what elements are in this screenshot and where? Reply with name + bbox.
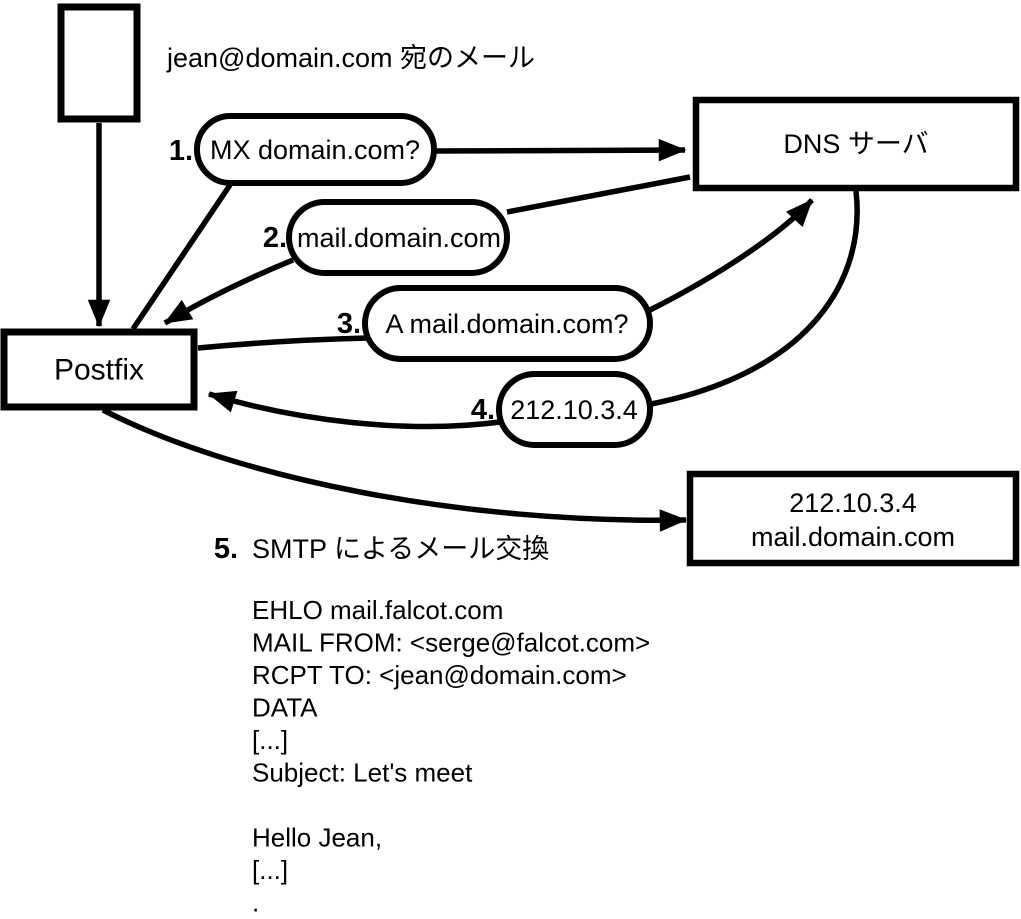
step-mx-response: 2. mail.domain.com (263, 199, 510, 276)
smtp-line: Subject: Let's meet (252, 758, 473, 788)
incoming-mail-box (57, 3, 141, 123)
a-response-bubble (496, 371, 653, 448)
mail-server-box (686, 470, 1020, 567)
mx-response-bubble (286, 199, 510, 276)
line-postfix-to-a-query (197, 335, 369, 351)
arrow-mx-response-to-postfix (163, 257, 295, 326)
smtp-exchange-label: SMTP によるメール交換 (252, 534, 549, 564)
step-number: 1. (169, 135, 193, 167)
dns-server-label: DNS サーバ (783, 129, 928, 159)
mx-query-bubble (194, 113, 437, 186)
smtp-line: . (252, 888, 259, 918)
step-number: 5. (214, 533, 238, 565)
dns-server-node: DNS サーバ (692, 96, 1020, 192)
postfix-label: Postfix (54, 354, 144, 387)
mail-server-host-label: mail.domain.com (751, 522, 955, 552)
arrow-postfix-smtp-to-mail-server (101, 407, 688, 532)
smtp-line: [...] (252, 725, 288, 755)
arrow-a-query-to-dns (646, 198, 815, 314)
a-response-label: 212.10.3.4 (510, 395, 638, 425)
smtp-line: RCPT TO: <jean@domain.com> (252, 660, 627, 690)
a-query-label: A mail.domain.com? (385, 309, 628, 339)
step-number: 3. (337, 308, 361, 340)
mx-query-label: MX domain.com? (210, 135, 420, 165)
postfix-box (0, 328, 198, 411)
step-a-response: 4. 212.10.3.4 (471, 371, 653, 448)
smtp-session-transcript: EHLO mail.falcot.com MAIL FROM: <serge@f… (252, 595, 650, 918)
postfix-node: Postfix (0, 328, 198, 411)
incoming-mail-label: jean@domain.com 宛のメール (166, 43, 535, 73)
smtp-line: EHLO mail.falcot.com (252, 595, 503, 625)
arrow-a-response-to-postfix (207, 390, 501, 430)
mail-server-node: 212.10.3.4 mail.domain.com (686, 470, 1020, 567)
step-number: 4. (471, 394, 495, 426)
mail-server-ip-label: 212.10.3.4 (789, 488, 917, 518)
line-dns-to-mx-response (506, 174, 691, 215)
smtp-line: [...] (252, 855, 288, 885)
dns-server-box (692, 96, 1020, 192)
smtp-line: Hello Jean, (252, 823, 382, 853)
mx-response-label: mail.domain.com (297, 223, 501, 253)
step-smtp-exchange: 5. SMTP によるメール交換 (214, 533, 549, 565)
step-number: 2. (263, 222, 287, 254)
line-dns-to-a-response (650, 190, 860, 407)
arrow-mx-query-to-dns (433, 138, 687, 162)
smtp-line: DATA (252, 693, 318, 723)
line-postfix-to-mx-query (130, 183, 233, 331)
step-mx-query: 1. MX domain.com? (169, 113, 437, 186)
a-query-bubble (362, 285, 653, 362)
smtp-line: MAIL FROM: <serge@falcot.com> (252, 628, 650, 658)
step-a-query: 3. A mail.domain.com? (337, 285, 653, 362)
